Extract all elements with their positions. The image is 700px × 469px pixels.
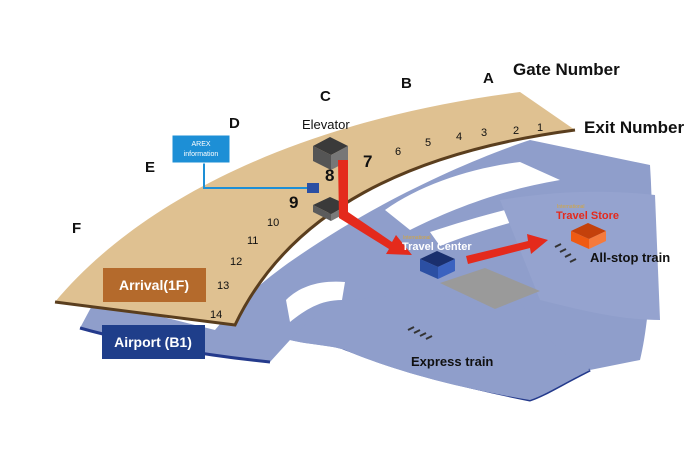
arex-info-box[interactable]: AREX information — [171, 134, 231, 164]
arex-info-label-line1: AREX — [191, 141, 210, 148]
floor-cutout-left — [385, 162, 560, 230]
travel-center-label: Travel Center — [402, 241, 472, 253]
gate-b-label: B — [401, 75, 412, 92]
exit-10-label: 10 — [267, 217, 279, 229]
gate-f-label: F — [72, 220, 81, 237]
elevator-lower-left — [313, 205, 331, 221]
arex-point-marker — [307, 183, 319, 193]
gate-number-heading: Gate Number — [513, 60, 620, 79]
travel-store-label: Travel Store — [556, 210, 619, 222]
route-arrow-to-travel-store — [466, 234, 548, 264]
express-train-label: Express train — [411, 354, 493, 369]
gate-a-label: A — [483, 70, 494, 87]
exit-7-label: 7 — [363, 152, 372, 171]
exit-number-heading: Exit Number — [584, 118, 685, 137]
elevator-upper-left — [313, 146, 331, 170]
elevator-label: Elevator — [302, 117, 350, 132]
arrival-floor-edge — [54, 128, 576, 327]
exit-8-label: 8 — [325, 166, 334, 185]
floor-cutout-bottom — [290, 295, 590, 400]
exit-6-label: 6 — [395, 146, 401, 158]
travel-store-kiosk[interactable] — [571, 223, 606, 249]
express-train-track — [407, 326, 433, 340]
all-stop-train-track — [554, 243, 577, 263]
elevator-upper-right — [331, 146, 348, 170]
arrival-level-label: Arrival(1F) — [119, 277, 189, 293]
gate-d-label: D — [229, 115, 240, 132]
gate-e-label: E — [145, 159, 155, 176]
exit-4-label: 4 — [456, 131, 462, 143]
arrival-level-box[interactable]: Arrival(1F) — [103, 268, 206, 302]
exit-1-label: 1 — [537, 122, 543, 134]
exit-12-label: 12 — [230, 256, 242, 268]
elevator-upper-top — [313, 137, 348, 155]
travel-store-small-label: International — [557, 204, 585, 210]
gate-c-label: C — [320, 88, 331, 105]
arex-info-label-line2: information — [184, 151, 219, 158]
exit-11-label: 11 — [247, 235, 258, 247]
travel-center-small-label: International — [403, 235, 431, 241]
airport-level-box[interactable]: Airport (B1) — [102, 325, 205, 359]
all-stop-train-label: All-stop train — [590, 250, 670, 265]
route-arrow-to-travel-center — [338, 160, 412, 255]
travel-center-kiosk[interactable] — [420, 251, 455, 279]
exit-3-label: 3 — [481, 127, 487, 139]
platform-right — [500, 191, 660, 320]
floor-cutout-bottom-hole — [286, 281, 345, 322]
exit-9-label: 9 — [289, 193, 298, 212]
platform-pad — [440, 268, 540, 309]
arex-connector-line — [203, 163, 308, 189]
exit-5-label: 5 — [425, 137, 431, 149]
exit-14-label: 14 — [210, 309, 222, 321]
airport-level-label: Airport (B1) — [114, 334, 192, 350]
exit-13-label: 13 — [217, 280, 229, 292]
exit-2-label: 2 — [513, 125, 519, 137]
